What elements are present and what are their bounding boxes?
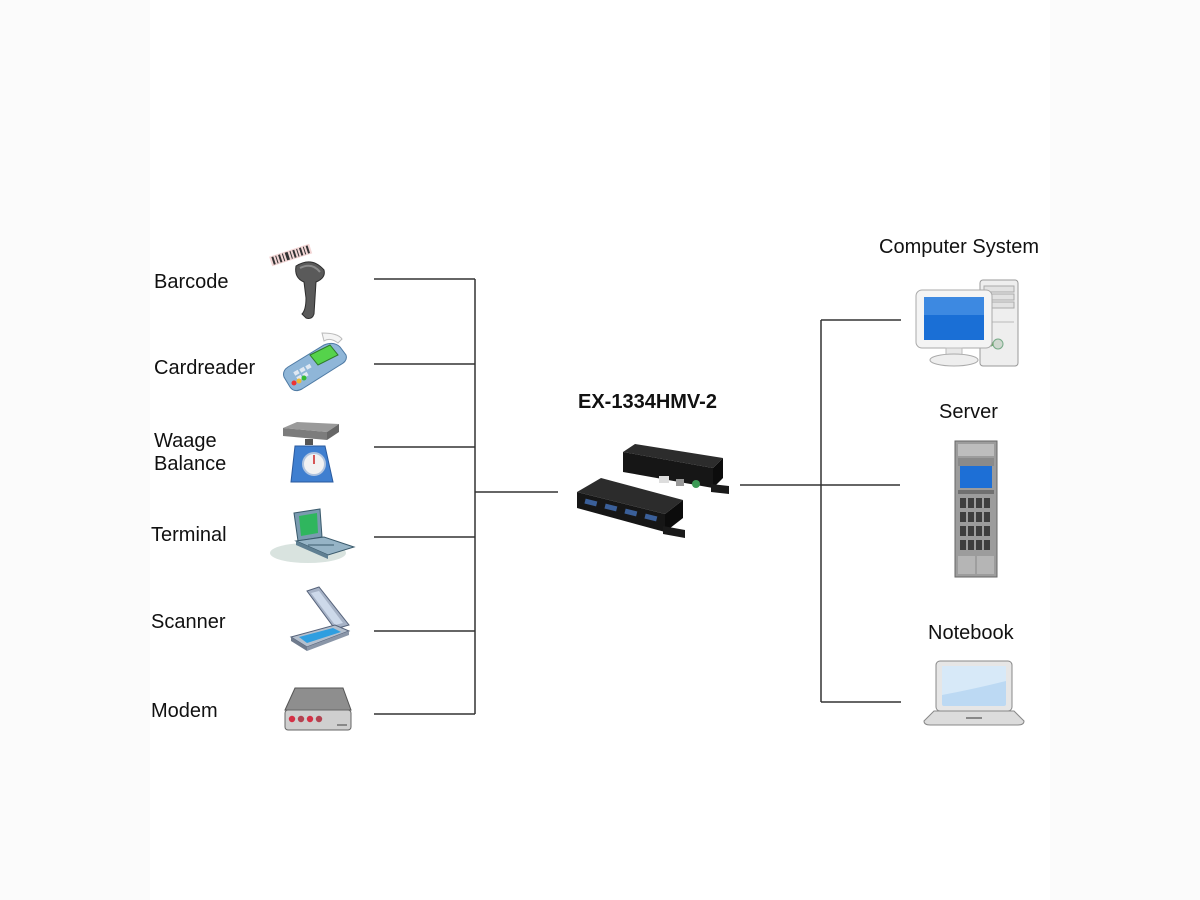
serial-hub-device-icon bbox=[577, 444, 729, 538]
device-label-barcode: Barcode bbox=[154, 271, 229, 293]
device-label-scale: Waage Balance bbox=[154, 430, 227, 475]
device-label-modem: Modem bbox=[151, 700, 218, 722]
server-rack-icon bbox=[954, 440, 998, 578]
modem-icon bbox=[284, 687, 352, 731]
device-label-terminal: Terminal bbox=[151, 524, 227, 546]
laptop-icon bbox=[923, 660, 1025, 726]
terminal-icon bbox=[270, 508, 356, 563]
device-label-cardreader: Cardreader bbox=[154, 357, 256, 379]
weighing-scale-icon bbox=[283, 422, 339, 483]
desktop-computer-icon bbox=[915, 279, 1019, 367]
card-reader-icon bbox=[283, 332, 347, 392]
host-label-notebook: Notebook bbox=[928, 622, 1014, 644]
hub-model-label: EX-1334HMV-2 bbox=[578, 391, 717, 413]
host-label-server: Server bbox=[939, 401, 998, 423]
barcode-scanner-icon bbox=[269, 243, 325, 319]
flatbed-scanner-icon bbox=[289, 586, 351, 651]
host-label-computer: Computer System bbox=[879, 236, 1040, 258]
device-label-scanner: Scanner bbox=[151, 611, 226, 633]
